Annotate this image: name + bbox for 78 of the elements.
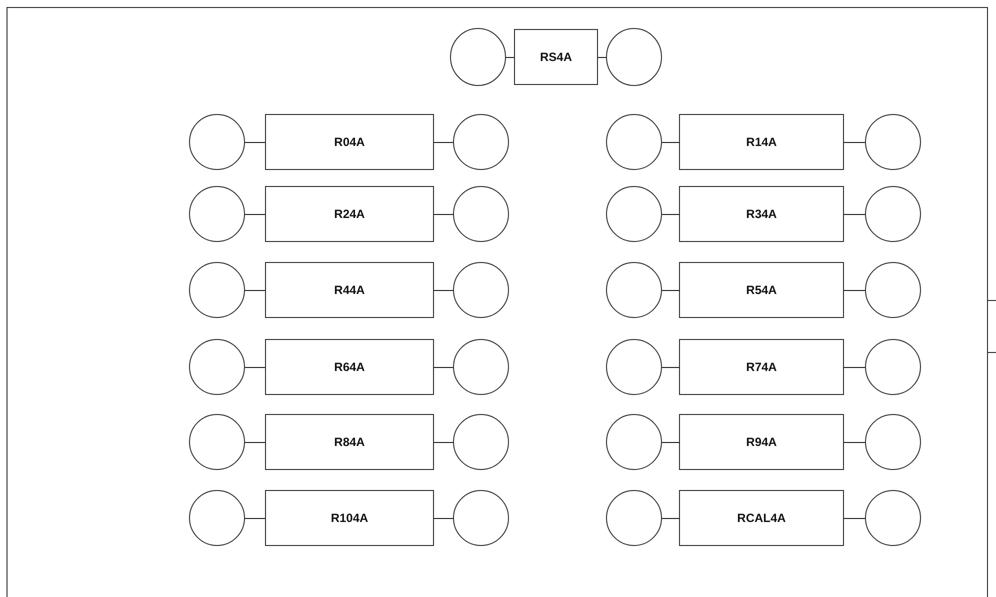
connector-line xyxy=(844,142,866,143)
connector-line xyxy=(844,214,866,215)
connector-line xyxy=(434,442,454,443)
component-box xyxy=(679,339,844,395)
component-box xyxy=(265,490,434,546)
connector-line xyxy=(844,518,866,519)
component-label: RCAL4A xyxy=(737,511,786,525)
connector-line xyxy=(662,214,680,215)
connector-line xyxy=(662,142,680,143)
connector-line xyxy=(244,367,266,368)
connector-circle xyxy=(865,339,921,395)
component-label: R104A xyxy=(330,511,368,525)
connector-circle xyxy=(865,114,921,170)
connector-circle xyxy=(606,414,662,470)
connector-circle xyxy=(189,262,245,318)
component-box xyxy=(514,29,598,85)
component-box xyxy=(679,262,844,318)
connector-circle xyxy=(606,186,662,242)
connector-line xyxy=(506,57,514,58)
connector-circle xyxy=(189,114,245,170)
connector-line xyxy=(844,367,866,368)
connector-line xyxy=(662,442,680,443)
connector-circle xyxy=(606,339,662,395)
connector-circle xyxy=(453,414,509,470)
connector-circle xyxy=(189,414,245,470)
connector-line xyxy=(662,367,680,368)
connector-circle xyxy=(453,339,509,395)
connector-line xyxy=(434,367,454,368)
component-box xyxy=(265,186,434,242)
connector-circle xyxy=(606,114,662,170)
component-label: R34A xyxy=(746,207,777,221)
connector-line xyxy=(662,518,680,519)
connector-circle xyxy=(450,28,506,86)
connector-circle xyxy=(606,28,662,86)
component-box xyxy=(679,490,844,546)
connector-line xyxy=(844,442,866,443)
component-label: R64A xyxy=(334,360,365,374)
connector-line xyxy=(844,290,866,291)
connector-circle xyxy=(865,490,921,546)
component-box xyxy=(679,186,844,242)
component-box xyxy=(679,414,844,470)
component-box xyxy=(265,114,434,170)
connector-circle xyxy=(453,114,509,170)
component-label: R54A xyxy=(746,283,777,297)
connector-line xyxy=(244,518,266,519)
component-box xyxy=(265,262,434,318)
connector-circle xyxy=(189,490,245,546)
connector-circle xyxy=(606,490,662,546)
component-label: R84A xyxy=(334,435,365,449)
connector-circle xyxy=(453,262,509,318)
connector-line xyxy=(598,57,606,58)
component-box xyxy=(679,114,844,170)
connector-circle xyxy=(189,186,245,242)
component-label: R24A xyxy=(334,207,365,221)
component-label: R74A xyxy=(746,360,777,374)
connector-circle xyxy=(453,490,509,546)
connector-line xyxy=(434,142,454,143)
component-label: R14A xyxy=(746,135,777,149)
component-box xyxy=(265,414,434,470)
component-label: R04A xyxy=(334,135,365,149)
connector-circle xyxy=(865,186,921,242)
component-label: R94A xyxy=(746,435,777,449)
connector-line xyxy=(434,290,454,291)
connector-circle xyxy=(453,186,509,242)
connector-line xyxy=(244,214,266,215)
component-label: RS4A xyxy=(540,50,572,64)
connector-line xyxy=(434,518,454,519)
connector-circle xyxy=(865,414,921,470)
component-label: R44A xyxy=(334,283,365,297)
connector-line xyxy=(662,290,680,291)
connector-circle xyxy=(606,262,662,318)
connector-line xyxy=(244,290,266,291)
connector-line xyxy=(434,214,454,215)
connector-line xyxy=(244,142,266,143)
connector-circle xyxy=(865,262,921,318)
component-box xyxy=(265,339,434,395)
connector-circle xyxy=(189,339,245,395)
connector-line xyxy=(244,442,266,443)
